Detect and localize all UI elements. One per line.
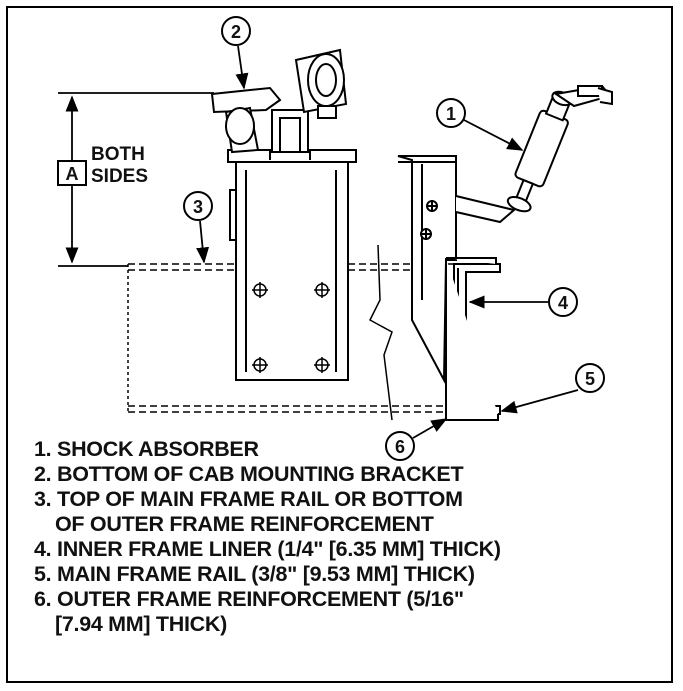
callout-3: 3 (183, 191, 213, 264)
svg-text:4: 4 (558, 293, 568, 313)
legend-list: 1. SHOCK ABSORBER 2. BOTTOM OF CAB MOUNT… (34, 437, 501, 637)
bracket-bolts (252, 282, 330, 373)
callout-2: 2 (221, 16, 251, 90)
svg-text:3: 3 (193, 197, 203, 217)
shock-absorber (506, 84, 613, 213)
legend-item-2: 2. BOTTOM OF CAB MOUNTING BRACKET (34, 462, 464, 486)
svg-text:2: 2 (231, 22, 241, 42)
dimension-a-box (57, 160, 87, 186)
dimension-text-both: BOTH (91, 144, 145, 165)
cab-mount-hardware (210, 48, 348, 160)
dimension-text-sides: SIDES (91, 166, 148, 187)
legend-item-6: 6. OUTER FRAME REINFORCEMENT (5/16"[7.94… (34, 587, 464, 636)
callout-4: 4 (468, 287, 578, 317)
frame-channel (445, 257, 501, 421)
callout-1: 1 (436, 98, 524, 151)
callout-6: 6 (385, 418, 448, 461)
cab-mounting-bracket (227, 149, 357, 381)
svg-text:5: 5 (585, 369, 595, 389)
callout-5: 5 (500, 363, 605, 414)
legend-item-5: 5. MAIN FRAME RAIL (3/8" [9.53 MM] THICK… (34, 562, 475, 586)
dimension-a-label: A (66, 164, 79, 184)
svg-text:6: 6 (395, 437, 405, 457)
svg-text:1: 1 (446, 104, 456, 124)
legend-item-1: 1. SHOCK ABSORBER (34, 437, 259, 461)
shock-bracket (397, 155, 517, 384)
legend-item-4: 4. INNER FRAME LINER (1/4" [6.35 MM] THI… (34, 537, 501, 561)
